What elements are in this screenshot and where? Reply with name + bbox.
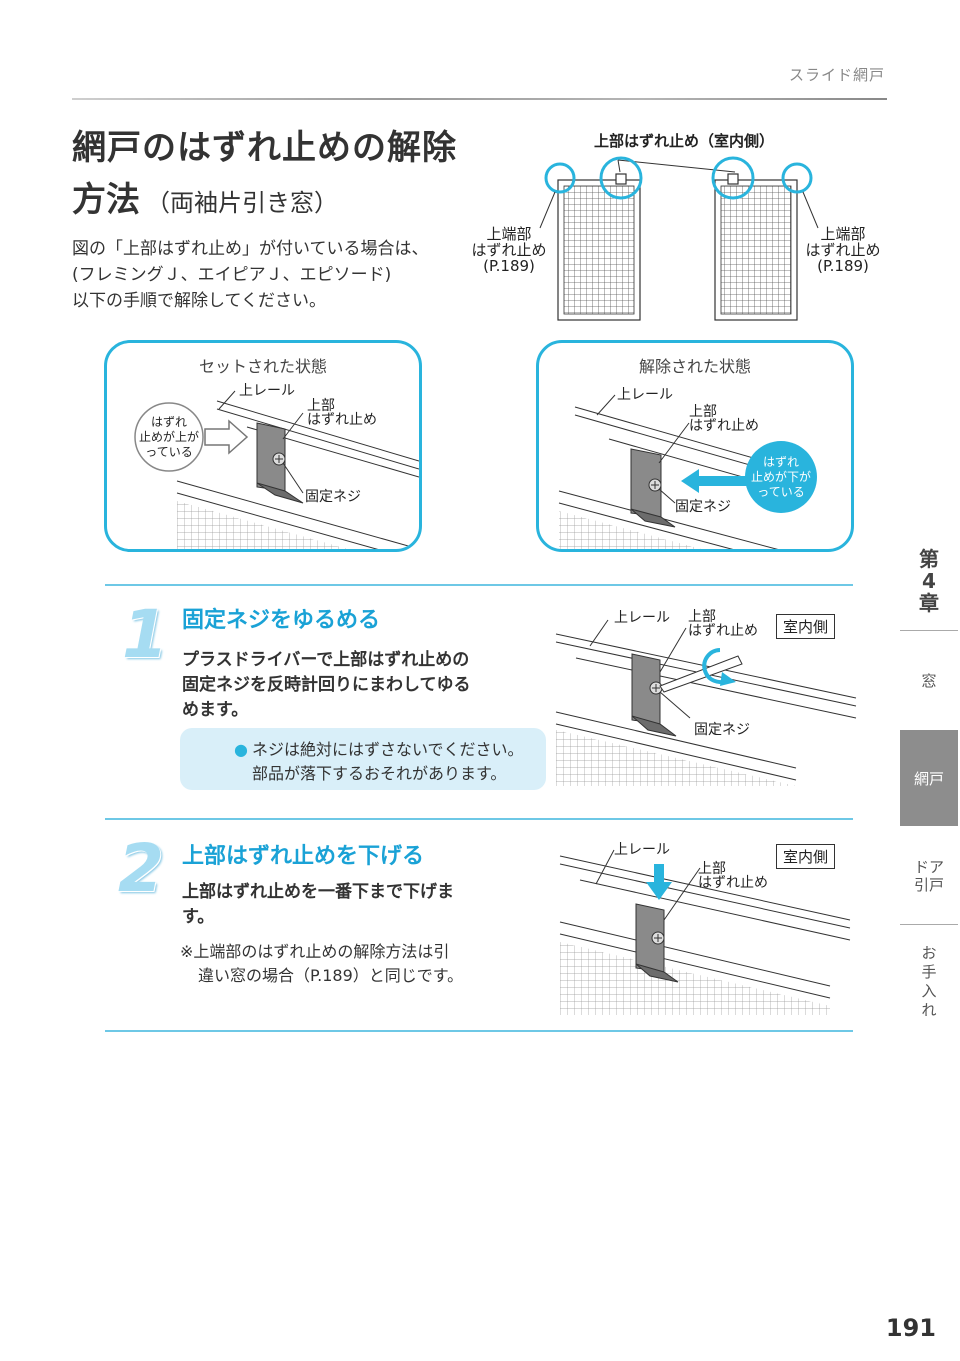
intro-text: 図の「上部はずれ止め」が付いている場合は、 (フレミングＪ、エイピアＪ、エピソー… (72, 236, 472, 314)
page-number: 191 (885, 1314, 936, 1342)
chapter-line: 4 (922, 569, 936, 593)
sidebar-chapter: 第 4 章 (900, 548, 958, 614)
label-line: 上部 (307, 398, 335, 414)
set-bubble-text: はずれ 止めが上が っている (135, 415, 203, 460)
page-title-main: 方法 (72, 180, 140, 220)
screen-panel-left (557, 173, 641, 321)
right-stopper-label: 上端部 はずれ止め (P.189) (800, 226, 886, 274)
step1-stopper-label: 上部 はずれ止め (688, 610, 758, 638)
set-screw-label: 固定ネジ (305, 489, 361, 505)
label-line: はずれ止め (688, 623, 758, 639)
step2-rail-label: 上レール (614, 842, 670, 858)
body-line: 上部はずれ止めを一番下まで下げま (182, 882, 454, 902)
step1-screw-label: 固定ネジ (694, 722, 750, 738)
label-line: (P.189) (817, 257, 869, 275)
step2-illustration (559, 849, 851, 1015)
step2-number: 2 (118, 830, 164, 907)
sidebar-divider (900, 630, 958, 631)
label-line: っている (757, 485, 805, 499)
set-stopper-label: 上部 はずれ止め (307, 399, 377, 427)
page-title-line2: 方法（両袖片引き窓） (72, 172, 338, 221)
sidebar-item-screen-bg (900, 730, 958, 826)
set-rail-label: 上レール (239, 383, 295, 399)
step1-illustration (555, 619, 857, 786)
step1-caution-note: ●ネジは絶対にはずさないでください。 部品が落下するおそれがあります。 (180, 728, 546, 790)
chapter-line: 第 (919, 547, 939, 571)
header-divider (72, 98, 887, 100)
step2-stopper-label: 上部 はずれ止め (698, 862, 768, 890)
screen-panel-right (714, 173, 798, 321)
label-line: 止めが下が (750, 470, 811, 484)
remark-line: 違い窓の場合（P.189）と同じです。 (198, 966, 464, 985)
step2-room-tag: 室内側 (776, 844, 836, 869)
page-title-sub: （両袖片引き窓） (146, 189, 338, 217)
intro-line: (フレミングＪ、エイピアＪ、エピソード) (72, 265, 392, 285)
remark-line: ※上端部のはずれ止めの解除方法は引 (180, 942, 450, 961)
sidebar-item-care[interactable]: お 手 入 れ (900, 944, 958, 1020)
label-line: 止めが上が (138, 430, 199, 444)
label-line: 上端部 (820, 225, 866, 243)
caution-text: ネジは絶対にはずさないでください。 (251, 740, 524, 759)
page-title-line1: 網戸のはずれ止めの解除 (72, 128, 457, 168)
sidebar-label: お (921, 944, 937, 962)
caution-line: ●ネジは絶対にはずさないでください。 (234, 736, 524, 760)
set-state-illustration (134, 390, 419, 549)
released-state-panel: 解除された状態 上レール 上部 はずれ止め はずれ 止めが下が っている 固定ネ (536, 340, 854, 552)
bullet-icon: ● (234, 740, 248, 759)
chapter-line: 章 (919, 591, 939, 615)
set-state-panel: セットされた状態 上レール 上部 はずれ止め はずれ (104, 340, 422, 552)
body-line: プラスドライバーで上部はずれ止めの (182, 650, 470, 670)
sidebar-label: 引戸 (913, 876, 944, 894)
sidebar-label: 入 (921, 982, 937, 1000)
sidebar-item-screen[interactable]: 網戸 (913, 770, 944, 788)
left-stopper-label: 上端部 はずれ止め (P.189) (466, 226, 552, 274)
step1-rail-label: 上レール (614, 610, 670, 626)
sidebar-label: 手 (921, 963, 937, 981)
label-line: っている (145, 445, 193, 459)
step2-body: 上部はずれ止めを一番下まで下げま す。 (182, 880, 454, 930)
step1-body: プラスドライバーで上部はずれ止めの 固定ネジを反時計回りにまわしてゆる めます。 (182, 648, 471, 723)
label-line: 上部 (688, 609, 716, 625)
label-line: 上部 (689, 404, 717, 420)
caution-line: 部品が落下するおそれがあります。 (252, 764, 507, 783)
intro-line: 以下の手順で解除してください。 (72, 291, 326, 311)
label-line: はずれ (762, 455, 799, 469)
step1-room-tag: 室内側 (776, 614, 836, 639)
released-state-title: 解除された状態 (638, 357, 751, 376)
top-diagram-title: 上部はずれ止め（室内側） (594, 132, 775, 150)
label-line: はずれ (150, 415, 187, 429)
step1-divider (105, 584, 853, 586)
steps-end-divider (105, 1030, 853, 1032)
body-line: 固定ネジを反時計回りにまわしてゆる (182, 675, 471, 695)
step1-number: 1 (122, 596, 168, 673)
set-state-title: セットされた状態 (198, 357, 327, 376)
released-bubble-text: はずれ 止めが下が っている (745, 455, 817, 500)
label-line: はずれ止め (307, 412, 377, 428)
label-line: はずれ止め (689, 418, 759, 434)
label-line: はずれ止め (805, 241, 881, 259)
sidebar-label: れ (921, 1001, 937, 1019)
body-line: す。 (182, 907, 215, 927)
body-line: めます。 (182, 700, 249, 720)
step2-remark: ※上端部のはずれ止めの解除方法は引 違い窓の場合（P.189）と同じです。 (180, 940, 463, 988)
label-line: 上部 (698, 861, 726, 877)
label-line: はずれ止め (698, 875, 768, 891)
released-screw-label: 固定ネジ (675, 499, 731, 515)
sidebar-item-door[interactable]: ドア 引戸 (900, 858, 958, 894)
label-line: (P.189) (483, 257, 535, 275)
sidebar-label: ドア (913, 858, 944, 876)
label-line: 上端部 (486, 225, 532, 243)
sidebar-item-window[interactable]: 窓 (921, 672, 937, 690)
step2-divider (105, 818, 853, 820)
released-rail-label: 上レール (617, 387, 673, 403)
label-line: はずれ止め (471, 241, 547, 259)
intro-line: 図の「上部はずれ止め」が付いている場合は、 (72, 239, 429, 259)
released-state-illustration (558, 394, 851, 549)
released-stopper-label: 上部 はずれ止め (689, 405, 759, 433)
screen-panels-diagram (539, 156, 819, 321)
step2-title: 上部はずれ止めを下げる (182, 844, 425, 869)
section-header: スライド網戸 (788, 66, 885, 84)
step1-title: 固定ネジをゆるめる (182, 608, 381, 633)
sidebar-divider (900, 924, 958, 925)
